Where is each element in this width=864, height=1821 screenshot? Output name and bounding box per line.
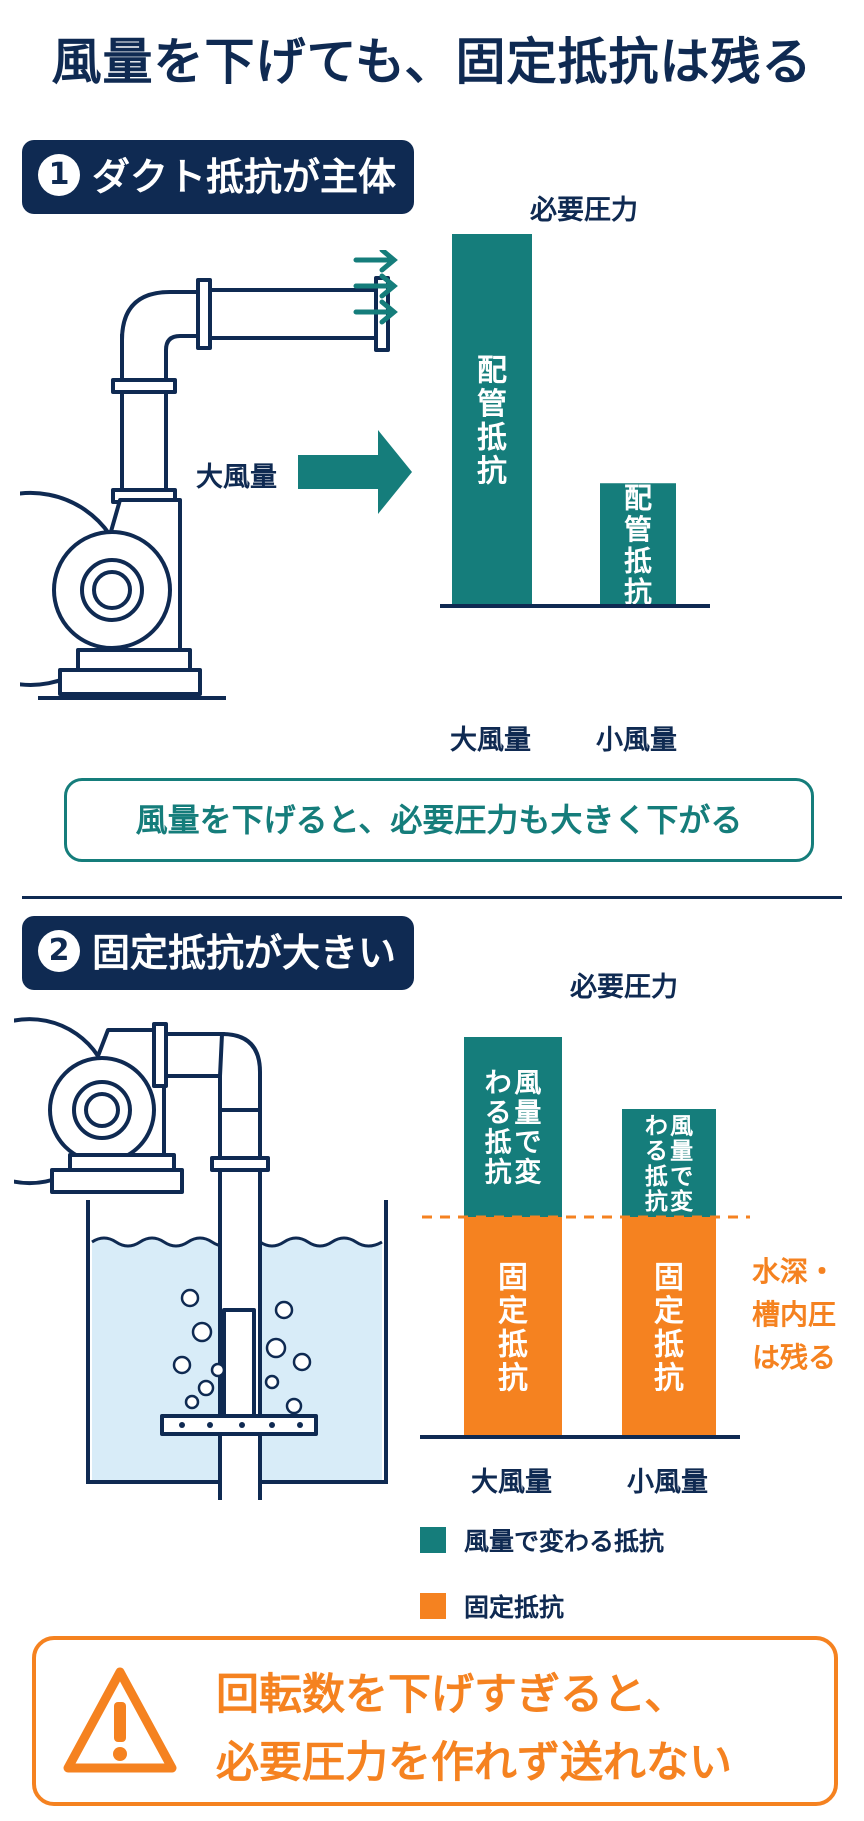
chart1-x-label-large: 大風量 <box>450 725 531 756</box>
section-1-note: 風量を下げると、必要圧力も大きく下がる <box>64 778 814 862</box>
svg-text:で: で <box>514 1128 541 1159</box>
section-2-title: 固定抵抗が大きい <box>92 931 397 975</box>
svg-text:量: 量 <box>670 1139 693 1165</box>
svg-text:抵: 抵 <box>645 1164 668 1190</box>
svg-text:配: 配 <box>477 353 507 388</box>
legend-label-variable: 風量で変わる抵抗 <box>464 1527 665 1556</box>
chart2-variable-label-1: 風量で変 わる抵抗 <box>645 1113 693 1215</box>
chart1-bar-0 <box>452 234 532 606</box>
chart2-variable-label-0: 風量で変 わる抵抗 <box>485 1068 542 1188</box>
legend-item-variable: 風量で変わる抵抗 <box>420 1520 664 1560</box>
svg-text:固: 固 <box>654 1260 684 1295</box>
svg-text:風: 風 <box>670 1113 693 1139</box>
svg-text:管: 管 <box>477 387 507 422</box>
section-1-title: ダクト抵抗が主体 <box>92 155 397 199</box>
svg-text:抵: 抵 <box>485 1128 512 1159</box>
chart2-fixed-label-1: 固定抵抗 <box>654 1260 684 1396</box>
svg-text:で: で <box>670 1164 693 1190</box>
chart1-x-label-small: 小風量 <box>596 725 677 756</box>
svg-text:変: 変 <box>670 1188 693 1215</box>
page-title: 風量を下げても、固定抵抗は残る <box>51 33 813 91</box>
svg-text:抗: 抗 <box>645 1188 668 1215</box>
chart2-legend: 風量で変わる抵抗 固定抵抗 <box>420 1520 664 1626</box>
blower-duct-illustration <box>20 250 412 700</box>
svg-text:抗: 抗 <box>624 576 652 609</box>
section-divider <box>22 896 842 899</box>
chart2-fixed-bar-0 <box>464 1217 562 1437</box>
svg-text:変: 変 <box>514 1156 541 1188</box>
svg-text:わ: わ <box>645 1113 668 1139</box>
chart2-variable-bar-1 <box>622 1109 716 1217</box>
legend-swatch-fixed <box>420 1593 446 1619</box>
warning-box: 回転数を下げすぎると、 必要圧力を作れず送れない <box>32 1636 838 1806</box>
chart2-x-label-small: 小風量 <box>627 1467 708 1498</box>
chart2-fixed-label-0: 固定抵抗 <box>498 1260 528 1396</box>
section-2-heading: 2 固定抵抗が大きい <box>22 916 415 990</box>
section-1-heading: 1 ダクト抵抗が主体 <box>22 140 415 214</box>
fixed-note-line-2: 槽内圧 <box>752 1298 837 1331</box>
chart2-variable-bar-0 <box>464 1037 562 1217</box>
svg-text:管: 管 <box>624 513 652 546</box>
chart2-fixed-bar-1 <box>622 1217 716 1437</box>
svg-text:抗: 抗 <box>477 454 507 489</box>
chart2-title: 必要圧力 <box>570 972 678 1003</box>
fixed-resistance-note: 水深・ 槽内圧 は残る <box>752 1250 836 1379</box>
svg-text:る: る <box>645 1139 668 1165</box>
svg-text:配: 配 <box>624 482 652 515</box>
section-1-number: 1 <box>38 154 80 196</box>
svg-text:量: 量 <box>514 1098 541 1129</box>
chart1-title: 必要圧力 <box>530 195 638 226</box>
warning-triangle-icon <box>63 1667 177 1773</box>
section-2-number: 2 <box>38 930 80 972</box>
svg-text:抗: 抗 <box>485 1156 512 1188</box>
fixed-note-line-3: は残る <box>752 1341 837 1374</box>
flow-label: 大風量 <box>196 462 277 493</box>
svg-text:抗: 抗 <box>654 1361 684 1396</box>
legend-label-fixed: 固定抵抗 <box>464 1593 565 1622</box>
warning-line-1: 回転数を下げすぎると、 <box>216 1670 688 1720</box>
svg-text:定: 定 <box>498 1294 528 1329</box>
legend-item-fixed: 固定抵抗 <box>420 1586 664 1626</box>
svg-text:定: 定 <box>654 1294 684 1329</box>
svg-text:抵: 抵 <box>654 1328 684 1363</box>
svg-text:抵: 抵 <box>624 544 652 577</box>
warning-line-2: 必要圧力を作れず送れない <box>216 1738 732 1788</box>
legend-swatch-variable <box>420 1527 446 1553</box>
blower-tank-illustration <box>14 1017 388 1500</box>
svg-text:抵: 抵 <box>477 421 507 456</box>
svg-text:る: る <box>485 1098 512 1129</box>
fixed-note-line-1: 水深・ <box>752 1255 837 1288</box>
svg-text:風: 風 <box>514 1068 541 1099</box>
chart1-bar-1 <box>600 483 676 606</box>
svg-text:抗: 抗 <box>498 1361 528 1396</box>
svg-text:抵: 抵 <box>498 1328 528 1363</box>
svg-text:わ: わ <box>485 1068 512 1099</box>
chart2-x-label-large: 大風量 <box>471 1467 552 1498</box>
svg-text:固: 固 <box>498 1260 528 1295</box>
